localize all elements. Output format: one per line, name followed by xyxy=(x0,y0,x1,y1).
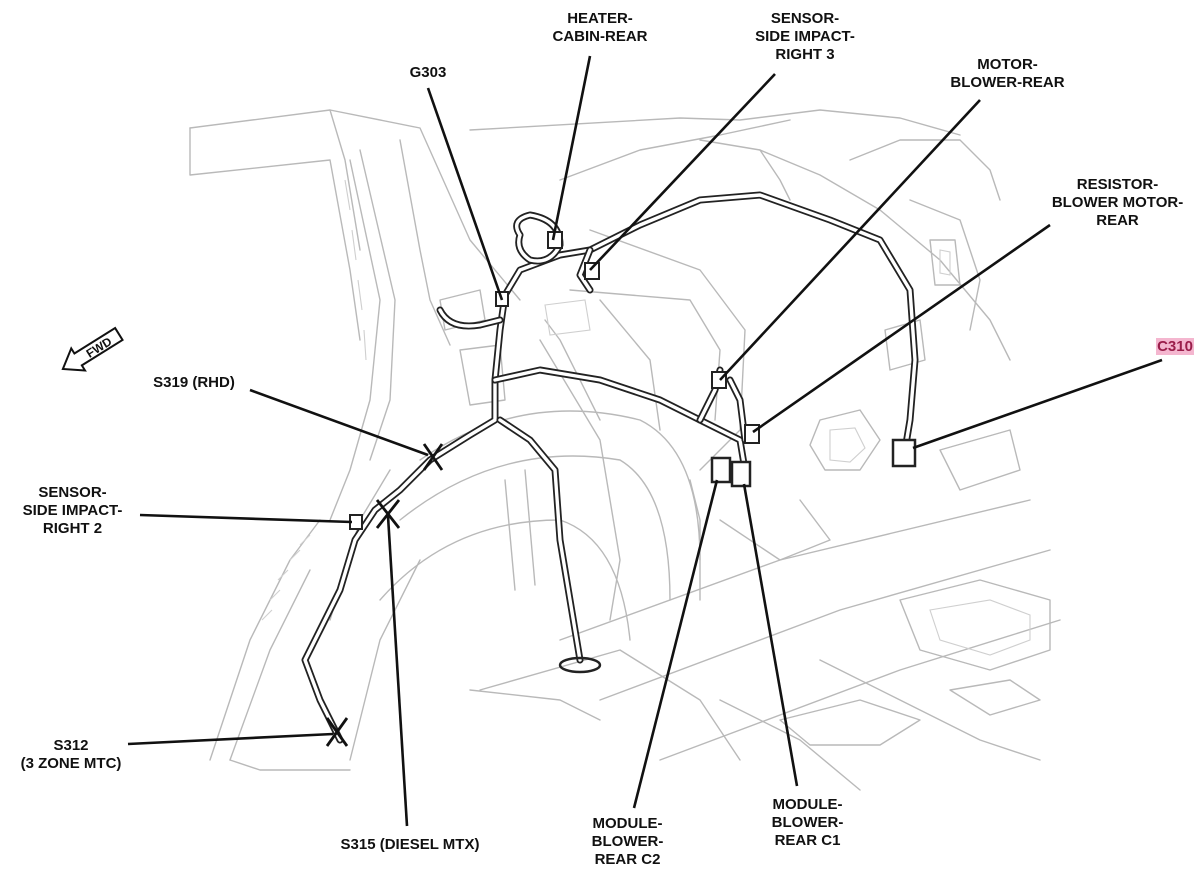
leader-c310 xyxy=(912,358,1163,450)
leader-motor-blower-rear xyxy=(719,99,981,381)
wire-harness xyxy=(301,191,919,744)
leader-module-blower-rear-c1 xyxy=(742,483,799,787)
leader-s315 xyxy=(386,515,409,827)
leader-g303 xyxy=(426,87,504,301)
label-c310: C310 xyxy=(1156,338,1194,355)
splice-s315-x xyxy=(375,499,401,529)
splice-markers xyxy=(325,443,444,747)
leader-module-blower-rear-c2 xyxy=(632,479,719,809)
label-sensor-side-impact-right-3: SENSOR-SIDE IMPACT-RIGHT 3 xyxy=(755,10,855,63)
label-s319-rhd: S319 (RHD) xyxy=(153,374,235,391)
leader-heater-cabin-rear xyxy=(551,55,592,241)
leader-resistor-blower-motor-rear xyxy=(752,223,1051,434)
leader-sensor-side-impact-right-2 xyxy=(139,513,353,524)
label-module-blower-rear-c1: MODULE-BLOWER-REAR C1 xyxy=(771,796,844,849)
leader-s319 xyxy=(249,388,429,457)
label-s312-3-zone-mtc: S312(3 ZONE MTC) xyxy=(20,737,122,772)
splice-s319-x xyxy=(422,443,444,471)
label-s315-diesel-mtx: S315 (DIESEL MTX) xyxy=(340,836,480,853)
label-sensor-side-impact-right-2: SENSOR-SIDE IMPACT-RIGHT 2 xyxy=(22,484,123,537)
label-motor-blower-rear: MOTOR-BLOWER-REAR xyxy=(950,56,1065,91)
label-heater-cabin-rear: HEATER-CABIN-REAR xyxy=(552,10,648,45)
label-resistor-blower-motor-rear: RESISTOR-BLOWER MOTOR-REAR xyxy=(1051,176,1184,229)
label-module-blower-rear-c2: MODULE-BLOWER-REAR C2 xyxy=(591,815,664,868)
label-g303: G303 xyxy=(409,64,447,81)
leader-sensor-side-impact-right-3 xyxy=(589,73,776,271)
leader-s312 xyxy=(127,732,334,746)
splice-s312-x xyxy=(325,717,349,747)
fwd-arrow-icon: FWD xyxy=(61,326,124,372)
leader-lines xyxy=(127,55,1163,827)
vehicle-body-lineart xyxy=(189,109,1061,791)
